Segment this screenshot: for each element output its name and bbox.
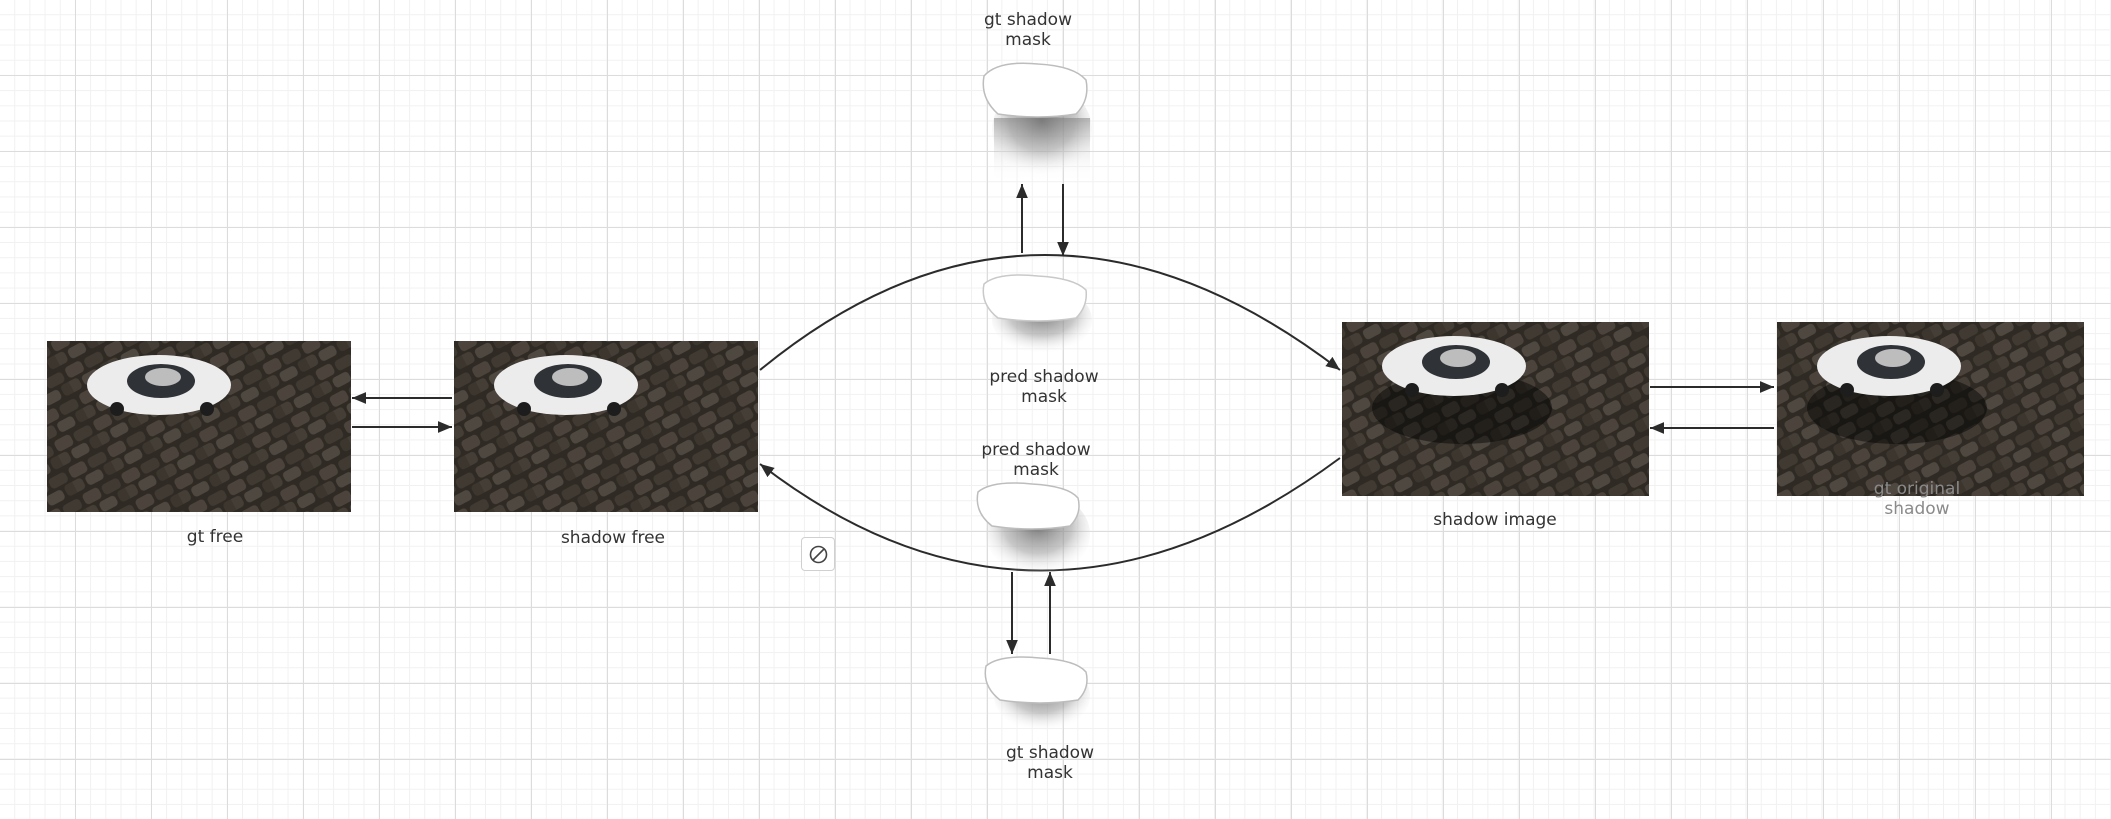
node-shadow-free-image[interactable] bbox=[454, 341, 758, 512]
node-gt-original-shadow-image[interactable] bbox=[1777, 322, 2084, 496]
node-pred-shadow-mask-top[interactable] bbox=[982, 274, 1092, 354]
label-shadow-image: shadow image bbox=[1433, 510, 1557, 530]
car-image bbox=[1817, 336, 1961, 397]
node-gt-shadow-mask-top[interactable] bbox=[982, 62, 1092, 182]
no-entry-icon bbox=[809, 545, 828, 564]
car-image bbox=[1382, 336, 1526, 397]
edge-shadow-free-to-shadow-image-curve[interactable] bbox=[759, 254, 1341, 371]
label-gt-original-shadow: gt original shadow bbox=[1873, 479, 1961, 519]
node-pred-shadow-mask-bottom[interactable] bbox=[976, 482, 1090, 576]
node-gt-free-image[interactable] bbox=[47, 341, 351, 512]
label-gt-shadow-mask-bottom: gt shadow mask bbox=[1005, 743, 1094, 783]
car-image bbox=[494, 355, 638, 416]
label-pred-shadow-mask-top: pred shadow mask bbox=[989, 367, 1099, 407]
label-gt-shadow-mask-top: gt shadow mask bbox=[983, 10, 1072, 50]
label-pred-shadow-mask-bottom: pred shadow mask bbox=[981, 440, 1091, 480]
node-shadow-image[interactable] bbox=[1342, 322, 1649, 496]
node-gt-shadow-mask-bottom[interactable] bbox=[984, 656, 1090, 732]
car-image bbox=[87, 355, 231, 416]
label-shadow-free: shadow free bbox=[560, 528, 666, 548]
no-entry-button[interactable] bbox=[801, 537, 835, 571]
label-gt-free: gt free bbox=[186, 527, 244, 547]
